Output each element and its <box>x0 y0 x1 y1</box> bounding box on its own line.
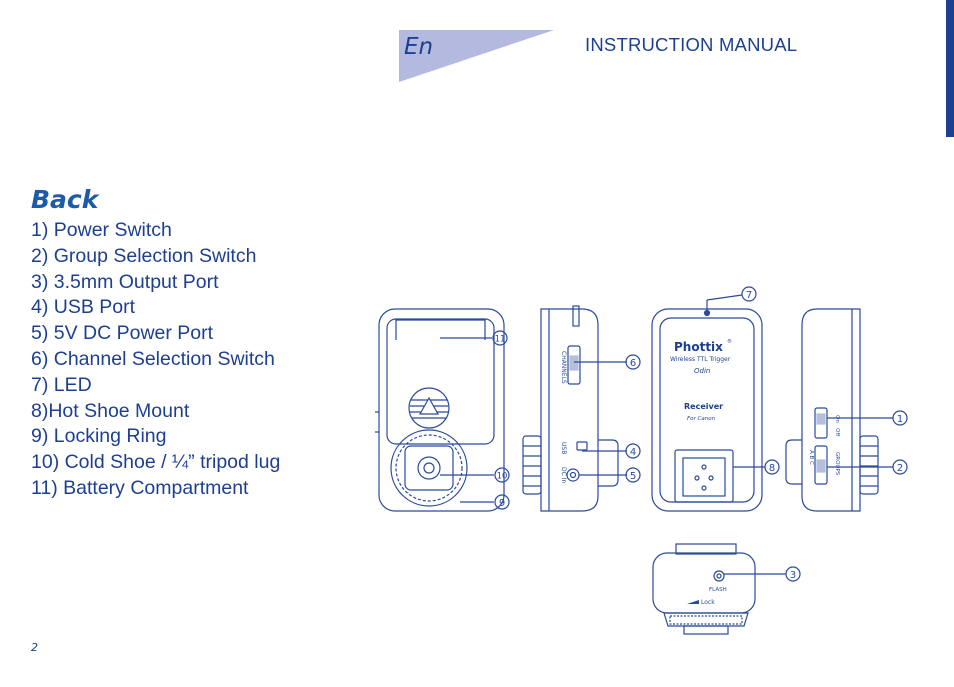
page-edge-tab <box>946 0 954 137</box>
group-switch-slot <box>814 445 828 485</box>
callout-5: 5 <box>625 467 641 483</box>
side-connector-housing <box>598 439 619 487</box>
svg-text:1: 1 <box>897 414 903 425</box>
svg-text:7: 7 <box>746 290 752 301</box>
brand-logo: Phottix <box>674 340 723 354</box>
callout-8: 8 <box>764 459 780 475</box>
callout-markers: 11 6 7 4 5 8 1 2 <box>492 286 908 582</box>
battery-door-top <box>395 319 486 340</box>
language-label: En <box>404 34 434 60</box>
product-line: Wireless TTL Trigger <box>670 356 731 363</box>
hot-shoe-mount <box>674 449 734 503</box>
power-switch-slot <box>814 407 828 439</box>
svg-text:11: 11 <box>495 335 506 345</box>
locking-ring <box>390 429 468 507</box>
manual-title: INSTRUCTION MANUAL <box>585 34 798 55</box>
callout-1: 1 <box>892 410 908 426</box>
svg-text:5: 5 <box>630 471 636 482</box>
part-item-group-switch: 2) Group Selection Switch <box>31 244 257 267</box>
svg-text:4: 4 <box>630 447 636 458</box>
callout-11: 11 <box>492 330 508 346</box>
section-title: Back <box>31 185 99 214</box>
groups-label: GROUPS <box>834 452 840 476</box>
callout-10: 10 <box>494 467 510 483</box>
svg-text:3: 3 <box>790 570 796 581</box>
brand-registered-mark: ® <box>727 338 732 345</box>
off-label: Off <box>834 428 840 436</box>
flash-port-shape <box>713 570 725 582</box>
svg-text:2: 2 <box>897 463 903 474</box>
part-item-usb-port: 4) USB Port <box>31 296 136 319</box>
parts-list: 1) Power Switch 2) Group Selection Switc… <box>31 218 280 502</box>
callout-9: 9 <box>494 494 510 510</box>
part-item-output-port: 3) 3.5mm Output Port <box>31 270 219 293</box>
callout-6: 6 <box>625 354 641 370</box>
svg-text:9: 9 <box>499 498 505 509</box>
back-body <box>378 308 505 512</box>
arrow-up-icon <box>418 396 440 415</box>
group-letters: A B C <box>808 450 814 465</box>
part-item-dc-port: 5) 5V DC Power Port <box>31 322 214 345</box>
lock-arrow-icon <box>687 600 699 604</box>
flash-label: FLASH <box>709 587 727 593</box>
cold-shoe <box>404 445 454 491</box>
channels-label: CHANNELS <box>560 351 567 384</box>
callout-7: 7 <box>741 286 757 302</box>
on-label: On <box>834 415 840 423</box>
dc-port-shape <box>566 468 580 482</box>
side-body-right <box>801 308 861 512</box>
speaker-grille <box>408 387 450 429</box>
locking-ring-side-right <box>859 435 879 495</box>
unit-name: Receiver <box>684 402 723 411</box>
part-item-hot-shoe: 8)Hot Shoe Mount <box>31 399 190 422</box>
back-view <box>375 308 505 512</box>
right-side-view: On Off GROUPS A B C <box>785 308 879 512</box>
usb-label: USB <box>560 442 567 454</box>
lock-label: Lock <box>701 599 715 606</box>
page-number: 2 <box>31 641 38 654</box>
bottom-view: FLASH Lock <box>652 543 756 635</box>
locking-ring-bottom <box>669 615 743 625</box>
part-item-led: 7) LED <box>31 373 92 396</box>
svg-text:8: 8 <box>769 463 775 474</box>
part-item-channel-switch: 6) Channel Selection Switch <box>31 347 275 370</box>
locking-ring-side <box>522 435 542 495</box>
model-name: Odin <box>694 367 710 375</box>
svg-text:6: 6 <box>630 358 636 369</box>
usb-port-shape <box>576 441 588 451</box>
front-view: Phottix ® Wireless TTL Trigger Odin Rece… <box>651 308 763 512</box>
tripod-lug <box>417 456 441 480</box>
part-item-cold-shoe: 10) Cold Shoe / ¼” tripod lug <box>31 451 281 474</box>
part-item-locking-ring: 9) Locking Ring <box>31 425 167 448</box>
svg-text:10: 10 <box>497 472 508 482</box>
battery-compartment-outline <box>386 318 495 445</box>
system-name: For Canon <box>687 416 716 422</box>
callout-lines <box>440 294 893 575</box>
callout-3: 3 <box>785 566 801 582</box>
antenna-stub <box>572 305 580 327</box>
dc-in-label: DC In <box>560 467 567 483</box>
callout-2: 2 <box>892 459 908 475</box>
side-body-left <box>540 308 599 512</box>
callout-4: 4 <box>625 443 641 459</box>
part-item-battery: 11) Battery Compartment <box>31 476 249 499</box>
part-item-power-switch: 1) Power Switch <box>31 219 172 241</box>
left-side-view: CHANNELS USB DC In <box>522 305 619 512</box>
channel-switch-slot <box>567 345 581 385</box>
